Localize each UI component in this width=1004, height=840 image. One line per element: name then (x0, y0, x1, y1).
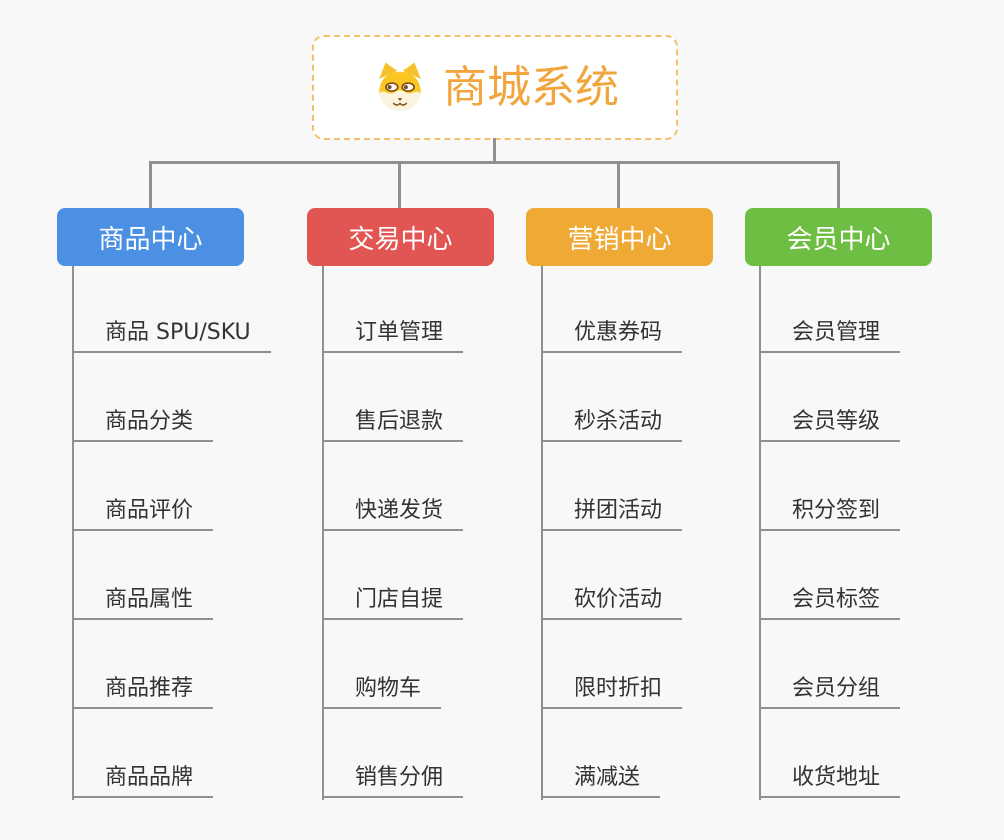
connector-spine (541, 266, 543, 800)
connector-drop-2 (398, 163, 401, 209)
leaf-node[interactable]: 会员分组 (759, 677, 901, 709)
leaf-node[interactable]: 商品品牌 (72, 766, 214, 798)
leaf-node[interactable]: 积分签到 (759, 499, 901, 531)
branch-column-member: 会员管理 会员等级 积分签到 会员标签 会员分组 收货地址 (759, 266, 1004, 806)
branch-node-product-center[interactable]: 商品中心 (57, 208, 244, 266)
leaf-node[interactable]: 拼团活动 (541, 499, 683, 531)
leaf-node[interactable]: 会员管理 (759, 321, 901, 353)
branch-column-trade: 订单管理 售后退款 快递发货 门店自提 购物车 销售分佣 (322, 266, 567, 806)
leaf-node[interactable]: 商品评价 (72, 499, 214, 531)
leaf-node[interactable]: 售后退款 (322, 410, 464, 442)
leaf-node[interactable]: 限时折扣 (541, 677, 683, 709)
connector-drop-4 (837, 163, 840, 209)
leaf-node[interactable]: 收货地址 (759, 766, 901, 798)
connector-trunk (493, 138, 496, 163)
connector-spine (322, 266, 324, 800)
leaf-node[interactable]: 快递发货 (322, 499, 464, 531)
root-node[interactable]: 商城系统 (312, 35, 678, 140)
leaf-node[interactable]: 购物车 (322, 677, 442, 709)
connector-spine (759, 266, 761, 800)
leaf-node[interactable]: 砍价活动 (541, 588, 683, 620)
leaf-node[interactable]: 商品属性 (72, 588, 214, 620)
leaf-node[interactable]: 订单管理 (322, 321, 464, 353)
leaf-node[interactable]: 商品 SPU/SKU (72, 321, 271, 353)
root-title: 商城系统 (443, 61, 619, 113)
connector-drop-3 (617, 163, 620, 209)
leaf-node[interactable]: 销售分佣 (322, 766, 464, 798)
leaf-node[interactable]: 会员等级 (759, 410, 901, 442)
connector-spine (72, 266, 74, 800)
leaf-node[interactable]: 商品分类 (72, 410, 214, 442)
leaf-node[interactable]: 满减送 (541, 766, 661, 798)
leaf-node[interactable]: 商品推荐 (72, 677, 214, 709)
branch-column-product: 商品 SPU/SKU 商品分类 商品评价 商品属性 商品推荐 商品品牌 (72, 266, 317, 806)
leaf-node[interactable]: 优惠券码 (541, 321, 683, 353)
leaf-node[interactable]: 门店自提 (322, 588, 464, 620)
leaf-node[interactable]: 秒杀活动 (541, 410, 683, 442)
branch-node-marketing-center[interactable]: 营销中心 (526, 208, 713, 266)
dog-icon (371, 59, 429, 117)
branch-node-member-center[interactable]: 会员中心 (745, 208, 932, 266)
connector-bus (149, 161, 840, 164)
leaf-node[interactable]: 会员标签 (759, 588, 901, 620)
branch-node-trade-center[interactable]: 交易中心 (307, 208, 494, 266)
branch-column-marketing: 优惠券码 秒杀活动 拼团活动 砍价活动 限时折扣 满减送 (541, 266, 786, 806)
connector-drop-1 (149, 163, 152, 209)
